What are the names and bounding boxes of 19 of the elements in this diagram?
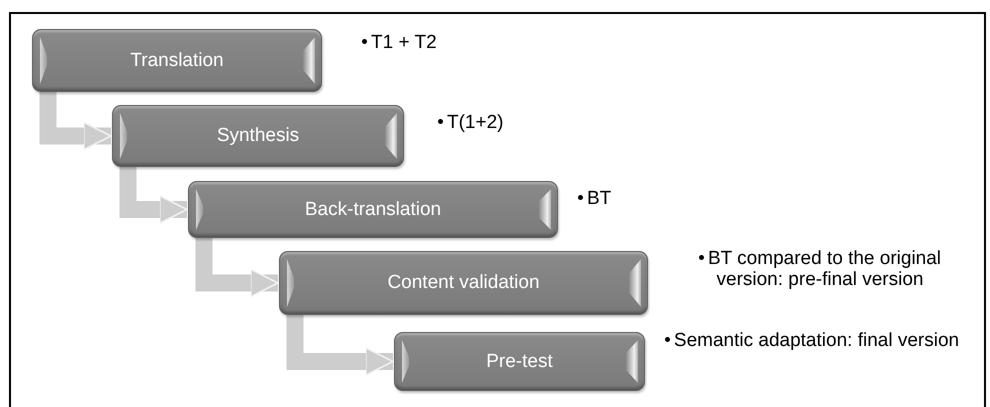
process-step <box>188 181 558 238</box>
bent-arrow <box>40 92 112 150</box>
step-note: BT compared to the original version: pre-final version <box>708 248 942 290</box>
bent-arrow <box>120 167 188 224</box>
step-label: Pre-test <box>486 350 553 372</box>
process-step <box>279 251 648 315</box>
step-label: Content validation <box>387 272 540 294</box>
process-step <box>394 332 645 391</box>
step-label: Back-translation <box>304 198 442 220</box>
step-note: T(1+2) <box>447 112 504 133</box>
bent-arrow <box>196 238 279 298</box>
step-label: Synthesis <box>216 125 300 147</box>
step-note: T1 + T2 <box>371 32 437 53</box>
step-note: Semantic adaptation: final version <box>674 330 960 351</box>
step-note: BT <box>587 188 612 209</box>
process-step <box>32 29 322 92</box>
process-step <box>112 105 404 167</box>
bent-arrow <box>286 315 394 376</box>
step-label: Translation <box>130 50 224 72</box>
